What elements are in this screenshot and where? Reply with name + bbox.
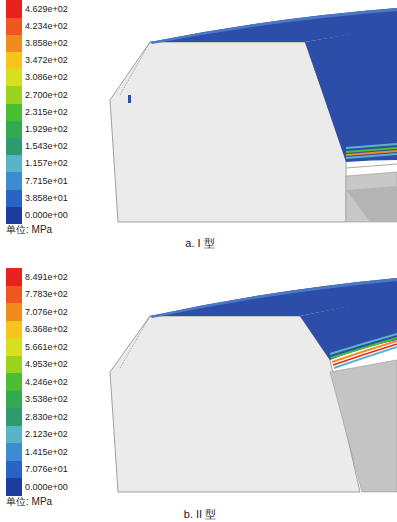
legend-swatch — [6, 391, 22, 409]
panel-caption: b. II 型 — [184, 509, 216, 520]
legend-value: 1.543e+02 — [25, 142, 68, 151]
legend-swatch — [6, 18, 22, 36]
legend-swatch — [6, 321, 22, 339]
legend-swatch — [6, 0, 22, 18]
legend-swatch — [6, 172, 22, 190]
legend-swatch — [6, 408, 22, 426]
legend-value: 0.000e+00 — [25, 211, 68, 220]
legend-value: 7.076e+01 — [25, 465, 68, 474]
legend-value: 4.234e+02 — [25, 22, 68, 31]
legend-value: 3.472e+02 — [25, 56, 68, 65]
legend-value: 4.246e+02 — [25, 378, 68, 387]
legend-swatch — [6, 35, 22, 53]
legend-value: 1.157e+02 — [25, 159, 68, 168]
legend-swatch — [6, 52, 22, 70]
legend-swatch — [6, 443, 22, 461]
legend-swatch — [6, 478, 22, 496]
legend-value: 5.661e+02 — [25, 343, 68, 352]
legend-swatch — [6, 155, 22, 173]
legend-value: 8.491e+02 — [25, 273, 68, 282]
unit-label: 单位: MPa — [6, 225, 52, 235]
legend-value: 3.858e+01 — [25, 194, 68, 203]
legend-swatch — [6, 373, 22, 391]
legend-swatch — [6, 190, 22, 208]
unit-label: 单位: MPa — [6, 497, 52, 507]
legend-value: 1.929e+02 — [25, 125, 68, 134]
part-a — [110, 8, 397, 222]
legend-value: 7.076e+02 — [25, 308, 68, 317]
legend-value: 1.415e+02 — [25, 448, 68, 457]
legend-value: 4.953e+02 — [25, 360, 68, 369]
legend-value: 4.629e+02 — [25, 5, 68, 14]
legend-value: 7.715e+01 — [25, 177, 68, 186]
legend-swatch — [6, 121, 22, 139]
legend-swatch — [6, 69, 22, 87]
legend-swatch — [6, 303, 22, 321]
panel-caption: a. I 型 — [185, 238, 214, 249]
legend-value: 6.368e+02 — [25, 325, 68, 334]
legend-value: 2.700e+02 — [25, 91, 68, 100]
legend-swatch — [6, 104, 22, 122]
legend-swatch — [6, 138, 22, 156]
legend-value: 2.315e+02 — [25, 108, 68, 117]
legend-swatch — [6, 207, 22, 225]
legend-swatch — [6, 461, 22, 479]
legend-value: 7.783e+02 — [25, 290, 68, 299]
legend-value: 0.000e+00 — [25, 483, 68, 492]
legend-value: 3.858e+02 — [25, 39, 68, 48]
legend-swatch — [6, 286, 22, 304]
legend-value: 2.830e+02 — [25, 413, 68, 422]
legend-swatch — [6, 426, 22, 444]
legend-value: 3.538e+02 — [25, 395, 68, 404]
legend-swatch — [6, 338, 22, 356]
legend-value: 2.123e+02 — [25, 430, 68, 439]
legend-swatch — [6, 86, 22, 104]
part-b — [110, 278, 397, 492]
legend-swatch — [6, 268, 22, 286]
legend-swatch — [6, 356, 22, 374]
legend-value: 3.086e+02 — [25, 73, 68, 82]
